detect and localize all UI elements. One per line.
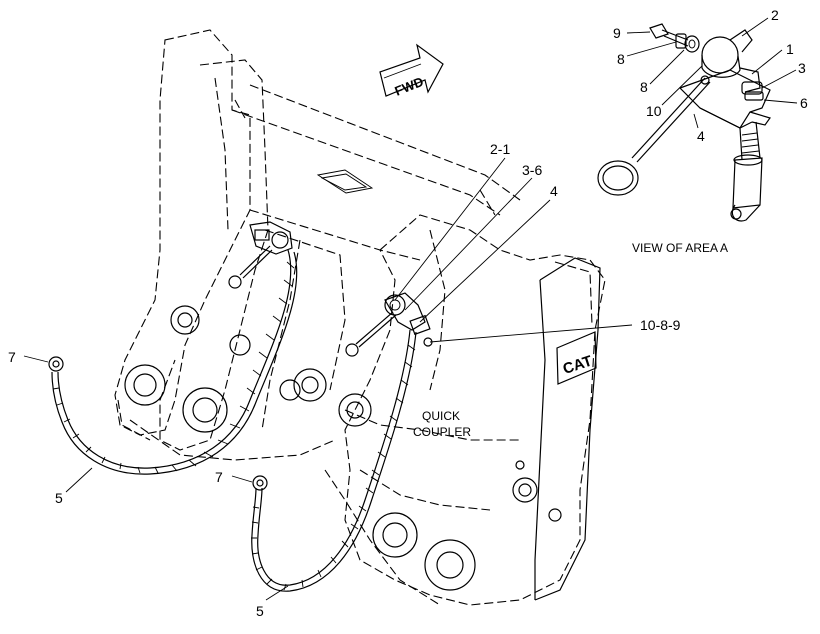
detail-callout-8-mid: 8 bbox=[640, 79, 648, 95]
callout-2-1: 2-1 bbox=[490, 141, 510, 157]
detail-view-callouts: 9 8 8 10 2 1 3 6 4 VIEW OF AREA A bbox=[613, 7, 808, 255]
callout-10-8-9: 10-8-9 bbox=[640, 317, 681, 333]
detail-callout-9: 9 bbox=[613, 25, 621, 41]
fwd-label: FWD bbox=[393, 74, 426, 99]
callout-4: 4 bbox=[550, 183, 558, 199]
center-valve-assembly bbox=[345, 292, 433, 357]
forward-arrow: FWD bbox=[379, 43, 444, 99]
callout-5-left: 5 bbox=[55, 490, 63, 506]
detail-callout-10: 10 bbox=[646, 103, 662, 119]
left-stick-bracket bbox=[114, 29, 521, 461]
callout-7-left: 7 bbox=[8, 349, 16, 365]
callout-5-right: 5 bbox=[256, 603, 264, 619]
quick-coupler-body: CAT bbox=[279, 214, 606, 606]
detail-callout-2: 2 bbox=[771, 7, 779, 23]
main-view-callouts: 2-1 3-6 4 10-8-9 7 7 5 5 QUICK COUPLER bbox=[8, 141, 681, 619]
left-valve-assembly bbox=[228, 221, 293, 289]
detail-callout-6: 6 bbox=[800, 95, 808, 111]
callout-7-right: 7 bbox=[215, 469, 223, 485]
detail-callout-4: 4 bbox=[697, 128, 705, 144]
leader-lines bbox=[23, 17, 798, 601]
callout-3-6: 3-6 bbox=[522, 162, 542, 178]
left-hose bbox=[48, 249, 298, 475]
cat-logo-text: CAT bbox=[561, 353, 595, 378]
detail-callout-1: 1 bbox=[786, 41, 794, 57]
detail-callout-8-top: 8 bbox=[617, 51, 625, 67]
center-hose-spiral bbox=[251, 344, 416, 591]
quick-coupler-label-line2: COUPLER bbox=[413, 425, 471, 439]
cat-logo: CAT bbox=[556, 331, 597, 385]
center-hose bbox=[251, 329, 417, 592]
detail-callout-3: 3 bbox=[798, 60, 806, 76]
left-hose-spiral bbox=[52, 261, 295, 474]
quick-coupler-label-line1: QUICK bbox=[422, 409, 460, 423]
view-of-area-a-caption: VIEW OF AREA A bbox=[632, 241, 728, 255]
